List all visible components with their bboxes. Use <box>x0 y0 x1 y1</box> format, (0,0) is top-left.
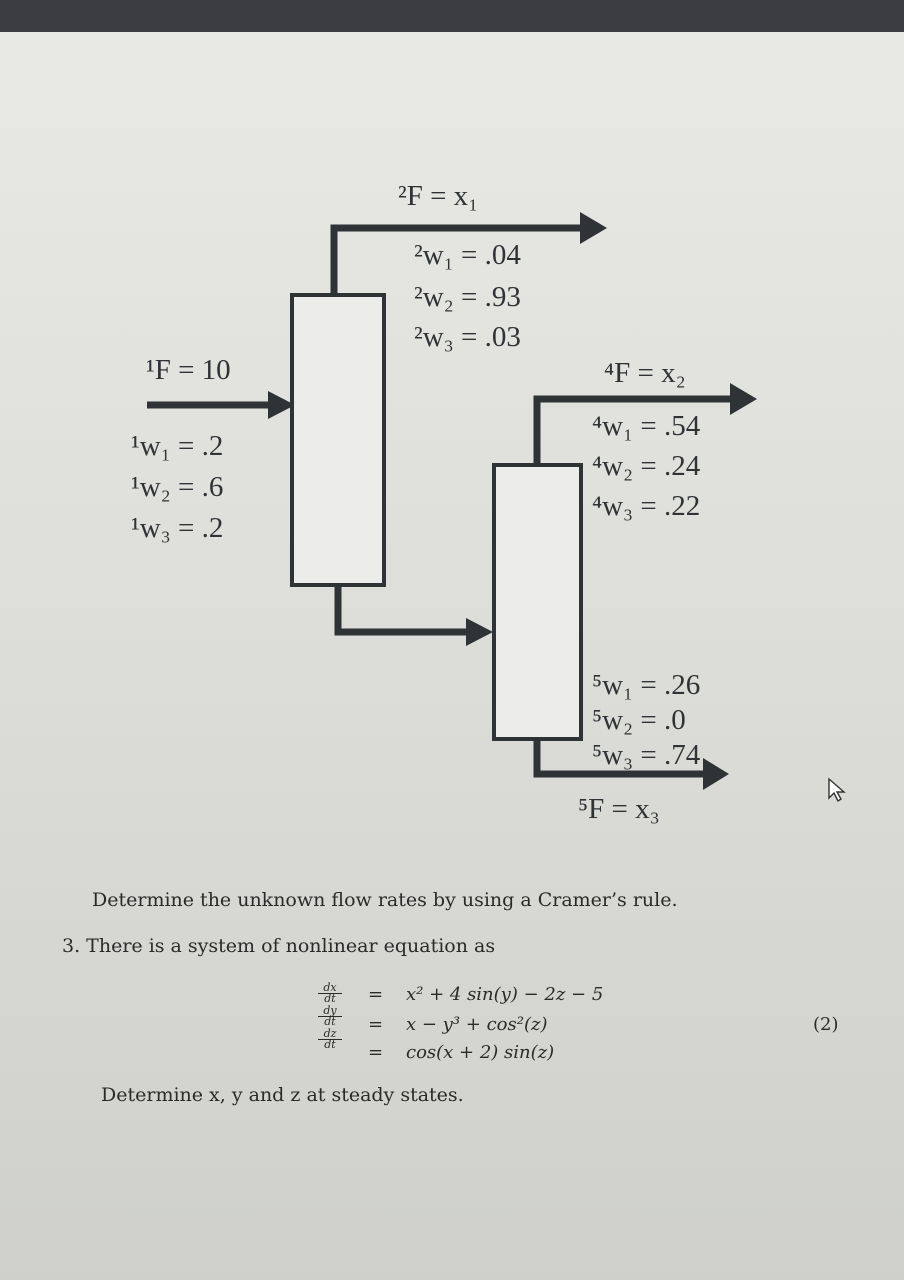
top-bar <box>0 0 904 32</box>
bottom-stream-line <box>533 741 708 778</box>
top-w1-label: ²w₁ = .04 <box>414 239 521 271</box>
bottom-w2-label: ⁵w₂ = .0 <box>592 704 686 736</box>
question-3-heading: 3. There is a system of nonlinear equati… <box>62 935 496 957</box>
top-arrowhead <box>580 212 607 244</box>
top-flow-label: ²F = x₁ <box>398 180 479 212</box>
top-w3-label: ²w₃ = .03 <box>414 321 521 353</box>
mid-stream-line <box>533 395 735 463</box>
equals-sign: = <box>368 1042 384 1063</box>
cramer-instruction: Determine the unknown flow rates by usin… <box>92 889 678 911</box>
mid-w1-label: ⁴w₁ = .54 <box>592 410 701 442</box>
mid-arrowhead <box>730 383 757 415</box>
bottom-flow-label: ⁵F = x₃ <box>578 793 660 825</box>
equation-number: (2) <box>813 1014 839 1035</box>
top-w2-label: ²w₂ = .93 <box>414 281 521 313</box>
equals-sign: = <box>368 984 384 1005</box>
feed-w3-label: ¹w₃ = .2 <box>131 512 224 544</box>
feed-arrowhead <box>268 391 295 419</box>
column-2 <box>492 463 583 741</box>
flow-diagram-svg <box>147 212 757 790</box>
equation-1-rhs: x² + 4 sin(y) − 2z − 5 <box>406 984 604 1005</box>
feed-w1-label: ¹w₁ = .2 <box>131 430 224 462</box>
equals-sign: = <box>368 1014 384 1035</box>
mid-w3-label: ⁴w₃ = .22 <box>592 490 701 522</box>
feed-flow-label: ¹F = 10 <box>146 354 231 386</box>
bottom-w1-label: ⁵w₁ = .26 <box>592 669 701 701</box>
steady-state-instruction: Determine x, y and z at steady states. <box>101 1084 464 1106</box>
mid-w2-label: ⁴w₂ = .24 <box>592 450 701 482</box>
bottom-w3-label: ⁵w₃ = .74 <box>592 739 701 771</box>
process-diagram <box>0 150 904 850</box>
top-stream-line <box>330 224 585 293</box>
mid-flow-label: ⁴F = x₂ <box>604 357 686 389</box>
feed-w2-label: ¹w₂ = .6 <box>131 471 224 503</box>
column-1 <box>290 293 386 587</box>
mouse-pointer-icon <box>828 777 846 803</box>
transfer-arrowhead <box>466 618 493 646</box>
transfer-stream-line <box>334 585 470 636</box>
equation-2-rhs: x − y³ + cos²(z) <box>406 1014 548 1035</box>
bottom-arrowhead <box>703 758 729 790</box>
equation-3-rhs: cos(x + 2) sin(z) <box>406 1042 555 1063</box>
